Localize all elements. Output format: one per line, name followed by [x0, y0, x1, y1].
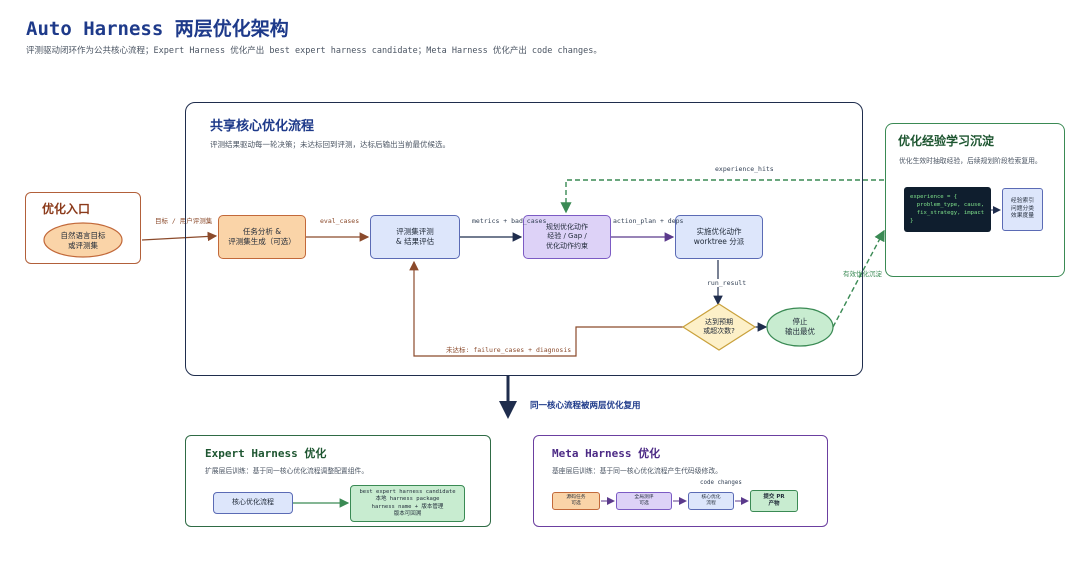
- check-node-label: 达到预期 或超次数?: [703, 317, 735, 335]
- core-panel: [185, 102, 863, 376]
- exec-node: 实施优化动作 worktree 分派: [675, 215, 763, 259]
- edge-label-action-plan: action_plan + deps: [613, 217, 684, 225]
- experience-code: experience = { problem_type, cause, fix_…: [904, 187, 991, 232]
- entry-edge-label: 目标 / 用户评测集: [155, 217, 213, 225]
- meta-node-pr: 提交 PR 产物: [750, 490, 798, 512]
- edge-fail-loop: [409, 260, 684, 357]
- eval-node: 评测集评测 & 结果评估: [370, 215, 460, 259]
- entry-ellipse: [43, 222, 123, 258]
- edge-label-fail: 未达标: failure_cases + diagnosis: [446, 346, 572, 354]
- edge-label-experience-deposit: 有效优化沉淀: [843, 270, 882, 278]
- meta-desc: 基座层后训练：基于同一核心优化流程产生代码级修改。: [552, 467, 722, 475]
- meta-node-source: 源码任务 可选: [552, 492, 600, 510]
- learning-panel: [885, 123, 1065, 277]
- experience-store: 经验索引 问题分类 效果度量: [1002, 188, 1043, 231]
- expert-output-node: best expert harness candidate 本地 harness…: [350, 485, 465, 522]
- core-desc: 评测结果驱动每一轮决策；未达标回到评测，达标后输出当前最优候选。: [210, 140, 450, 149]
- page-title: Auto Harness 两层优化架构: [26, 18, 289, 40]
- meta-title: Meta Harness 优化: [552, 447, 661, 460]
- decision-diamond: [681, 303, 757, 351]
- entry-title: 优化入口: [42, 202, 91, 216]
- expert-desc: 扩展层后训练：基于同一核心优化流程调整配置组件。: [205, 467, 369, 475]
- meta-edge-label: code changes: [700, 480, 742, 486]
- edge-label-eval-cases: eval_cases: [320, 217, 360, 225]
- core-title: 共享核心优化流程: [210, 119, 315, 134]
- edge-label-metrics: metrics + bad_cases: [472, 217, 547, 225]
- edge-label-experience-hits: experience_hits: [715, 165, 774, 173]
- expert-panel: [185, 435, 491, 527]
- meta-panel: [533, 435, 828, 527]
- task-node: 任务分析 & 评测集生成（可选）: [218, 215, 306, 259]
- stop-ellipse: [766, 307, 834, 347]
- meta-node-core: 核心优化 流程: [688, 492, 734, 510]
- edge-experience-deposit: [832, 229, 885, 328]
- stop-node-label: 停止 输出最优: [785, 316, 815, 336]
- edge-entry-task: [141, 231, 218, 242]
- entry-panel: [25, 192, 141, 264]
- meta-node-global: 全局测评 可选: [616, 492, 672, 510]
- expert-title: Expert Harness 优化: [205, 447, 327, 460]
- reuse-label: 同一核心流程被两层优化复用: [530, 401, 641, 411]
- expert-core-node: 核心优化流程: [213, 492, 293, 514]
- learning-desc: 优化生效时抽取经验，后续规划阶段检索复用。: [899, 157, 1042, 165]
- plan-node: 规划优化动作 经验 / Gap / 优化动作约束: [523, 215, 611, 259]
- page-subtitle: 评测驱动闭环作为公共核心流程；Expert Harness 优化产出 best …: [26, 46, 602, 56]
- edge-experience-hits: [560, 179, 884, 214]
- entry-node: 自然语言目标 或评测集: [60, 230, 106, 250]
- edge-label-run-result: run_result: [707, 279, 747, 287]
- learning-title: 优化经验学习沉淀: [898, 134, 995, 148]
